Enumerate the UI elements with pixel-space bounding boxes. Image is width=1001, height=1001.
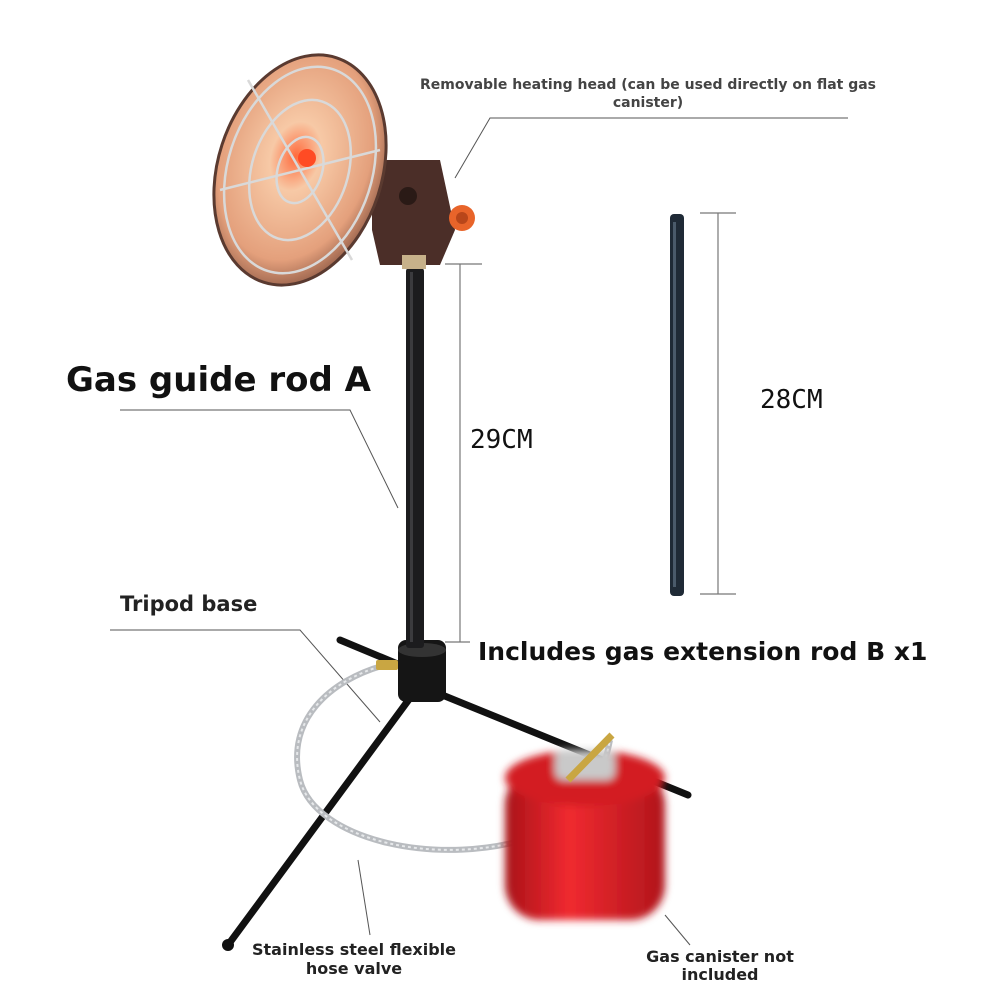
canister-label: Gas canister not included [646,947,794,984]
gas-guide-rod-a [406,268,424,648]
dimension-lines [445,212,736,643]
gas-guide-rod-label: Gas guide rod A [66,360,371,400]
heating-head [212,53,475,287]
rod-a-dimension: 29CM [470,425,533,455]
rod-b-dimension: 28CM [760,385,823,415]
gas-canister [505,750,665,920]
tripod-base-label: Tripod base [120,592,258,616]
extension-rod-b [670,214,684,596]
hose-valve-label: Stainless steel flexible hose valve [251,940,457,978]
extension-rod-label: Includes gas extension rod B x1 [478,637,928,666]
heating-head-label: Removable heating head (can be used dire… [419,77,877,111]
leader-lines [110,117,848,946]
